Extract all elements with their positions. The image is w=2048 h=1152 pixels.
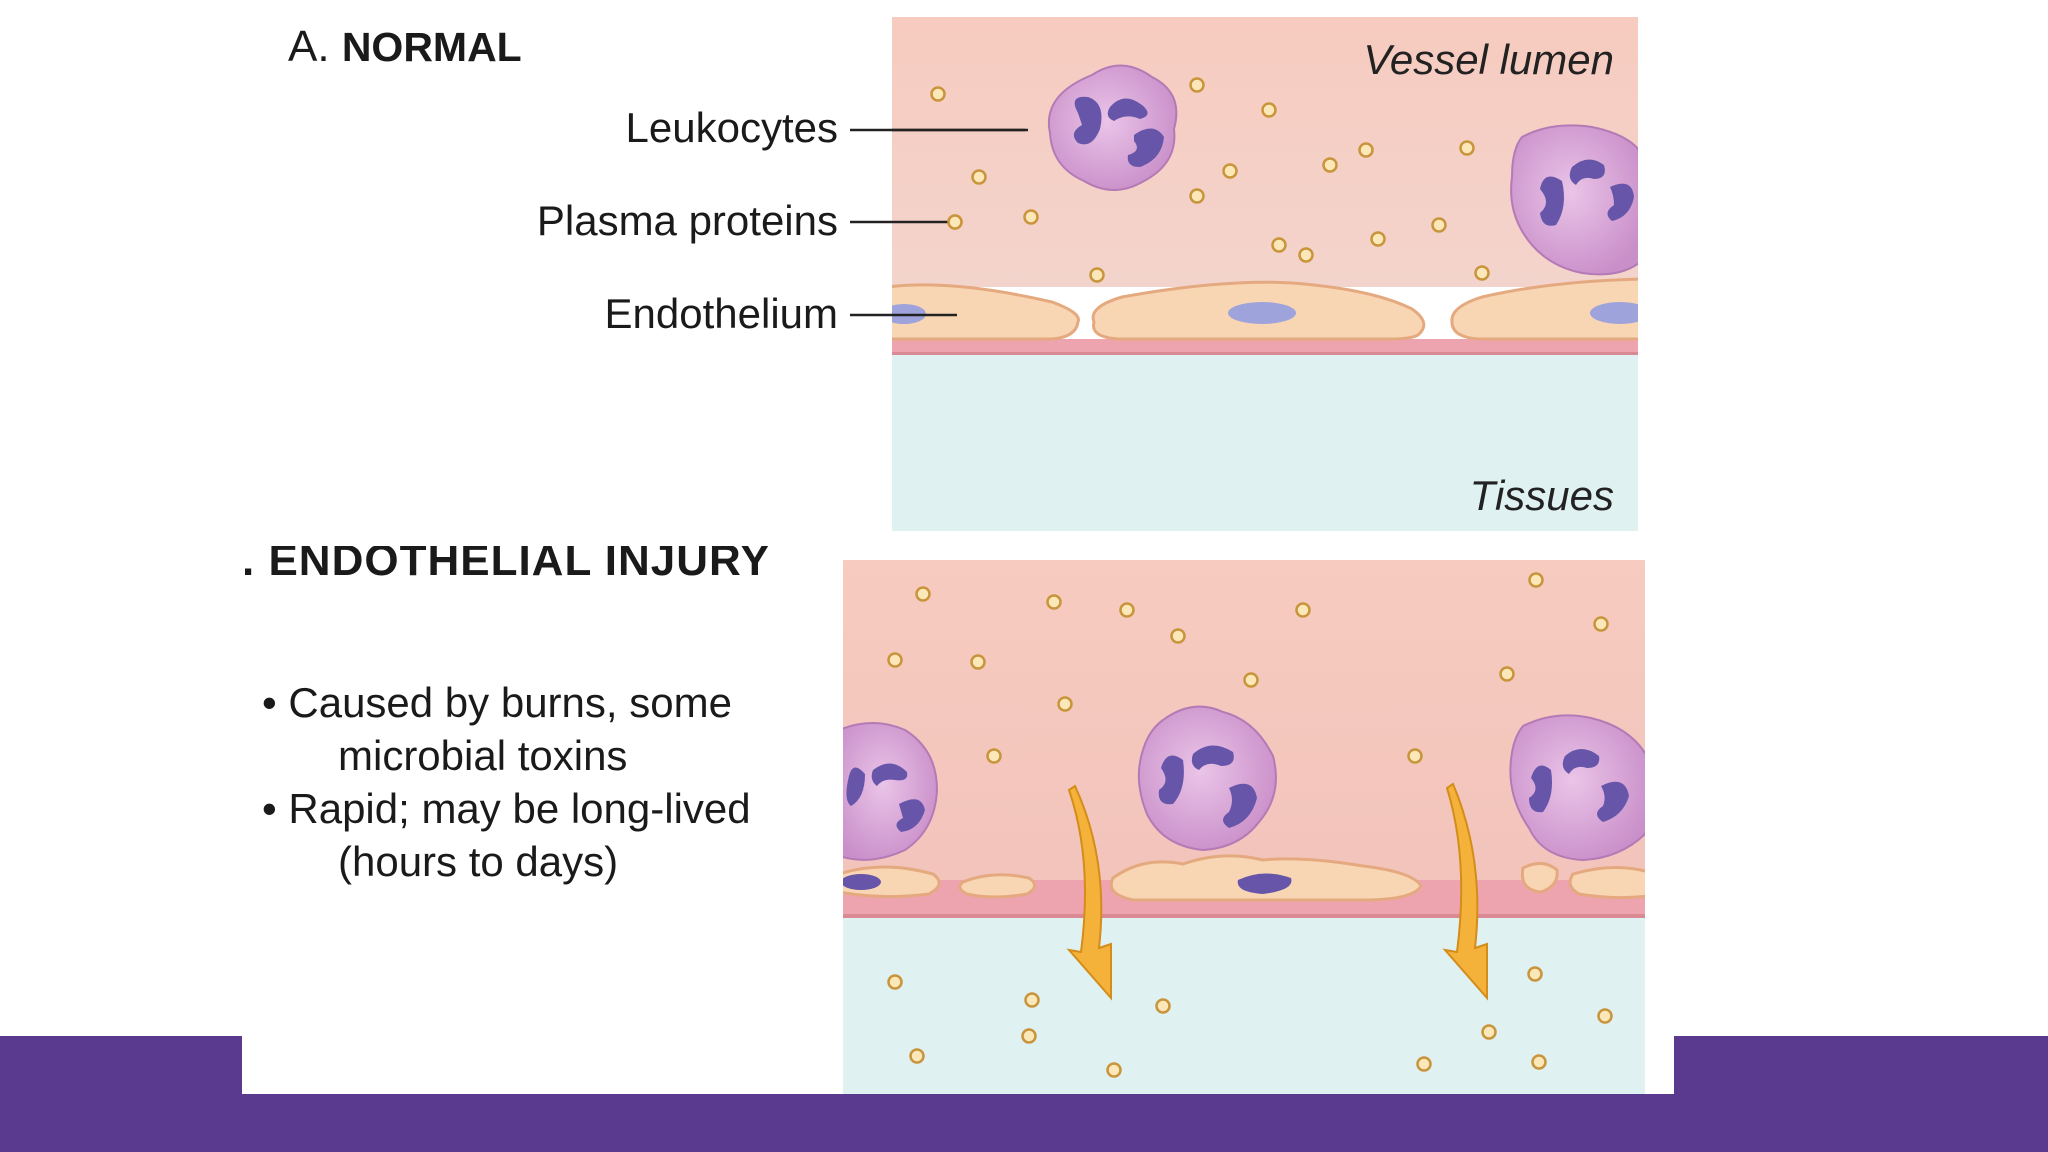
leukocyte	[843, 722, 939, 861]
normal-vessel-diagram	[892, 17, 1638, 531]
bullet-item: • Caused by burns, some	[262, 679, 732, 726]
plasma-proteins	[887, 572, 1613, 1078]
plasma-proteins-label: Plasma proteins	[536, 197, 838, 244]
vessel-lumen-region	[892, 17, 1638, 287]
leukocyte	[1047, 64, 1178, 191]
bullet-item-continuation: (hours to days)	[338, 838, 619, 885]
leukocyte	[1509, 714, 1645, 862]
injury-bullet-list: • Caused by burns, some microbial toxins…	[262, 676, 751, 888]
endothelial-injury-diagram	[843, 560, 1645, 1094]
leukocytes-label: Leukocytes	[625, 104, 838, 151]
bullet-item: • Rapid; may be long-lived	[262, 785, 751, 832]
tissue-region	[843, 918, 1645, 1094]
tissue-region	[892, 355, 1638, 531]
leakage-arrow	[1442, 782, 1488, 1001]
leukocyte	[1137, 705, 1277, 852]
leukocyte	[1510, 124, 1638, 276]
tissues-label: Tissues	[1469, 472, 1614, 519]
vessel-lumen-label: Vessel lumen	[1363, 36, 1614, 83]
panel-b-heading: . ENDOTHELIAL INJURY	[242, 546, 771, 585]
bullet-item-continuation: microbial toxins	[338, 732, 628, 779]
leakage-arrow	[1066, 784, 1112, 1001]
label-leaders	[850, 128, 1025, 317]
basement-membrane	[892, 339, 1638, 355]
endothelium-label: Endothelium	[604, 290, 838, 337]
panel-a-heading: A. NORMAL	[288, 22, 522, 71]
